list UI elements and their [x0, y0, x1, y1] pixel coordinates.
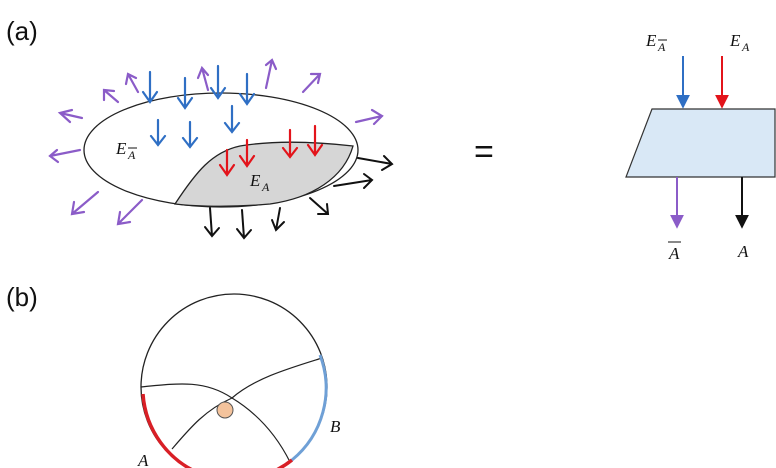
- svg-text:A: A: [657, 40, 666, 54]
- svg-text:E: E: [729, 31, 741, 50]
- channel-box: E A E A A A: [625, 31, 776, 263]
- label-e-a: E A: [249, 171, 270, 194]
- blue-arrow-1: [141, 70, 159, 104]
- purple-arrow-4: [116, 198, 144, 226]
- circle-label-b: B: [330, 417, 341, 436]
- geodesic-right: [231, 397, 291, 463]
- black-arrow-3: [204, 207, 220, 238]
- region-a-shaded: [173, 141, 354, 207]
- purple-arrows: [48, 58, 384, 226]
- purple-arrow-10: [354, 108, 384, 126]
- black-arrows: [204, 155, 394, 240]
- blue-arrow-6: [181, 120, 199, 149]
- svg-text:A: A: [127, 148, 136, 162]
- circle-diagram: A B: [137, 293, 341, 468]
- boundary-a-left: [141, 393, 193, 468]
- input-label-e-a: E A: [729, 31, 750, 54]
- blue-arrow-2: [176, 76, 194, 110]
- equals-sign: =: [474, 133, 494, 171]
- red-arrow-2: [238, 138, 256, 168]
- red-arrow-4: [306, 124, 324, 157]
- output-label-abar: A: [668, 241, 681, 263]
- input-label-e-abar: E A: [645, 31, 667, 54]
- red-arrows: [218, 124, 324, 177]
- panel-label-b: (b): [6, 282, 38, 312]
- red-arrow-1: [218, 148, 236, 177]
- center-dot: [216, 401, 234, 419]
- black-arrow-6: [309, 197, 330, 215]
- svg-text:E: E: [249, 171, 261, 190]
- purple-arrow-3: [70, 190, 100, 216]
- blue-arrow-4: [238, 72, 256, 106]
- svg-text:A: A: [741, 40, 750, 54]
- trapezoid-box: [625, 108, 776, 178]
- blue-arrow-3: [209, 64, 227, 100]
- svg-text:A: A: [261, 180, 270, 194]
- output-label-a: A: [737, 242, 749, 261]
- svg-text:A: A: [668, 244, 680, 263]
- purple-arrow-5: [102, 88, 120, 104]
- panel-label-a: (a): [6, 16, 38, 46]
- blue-arrow-5: [149, 118, 167, 147]
- purple-arrow-9: [301, 72, 322, 94]
- blue-arrow-7: [223, 104, 241, 134]
- purple-arrow-8: [264, 58, 278, 90]
- svg-text:E: E: [115, 139, 127, 158]
- boundary-a-bottom: [276, 458, 294, 468]
- circle-label-a: A: [137, 451, 149, 468]
- ellipse-diagram: E A E A: [48, 58, 394, 240]
- purple-arrow-7: [196, 65, 210, 92]
- purple-arrow-6: [124, 72, 140, 94]
- black-arrow-1: [357, 155, 394, 171]
- boundary-b-right: [291, 354, 328, 462]
- label-e-abar: E A: [115, 139, 137, 162]
- red-arrow-3: [281, 128, 299, 159]
- outer-circle: [140, 293, 328, 468]
- black-arrow-4: [236, 209, 252, 240]
- purple-arrow-2: [48, 148, 82, 164]
- svg-text:E: E: [645, 31, 657, 50]
- purple-arrow-1: [57, 108, 84, 124]
- black-arrow-2: [333, 173, 374, 189]
- black-arrow-5: [271, 207, 285, 232]
- blue-arrows: [141, 64, 256, 149]
